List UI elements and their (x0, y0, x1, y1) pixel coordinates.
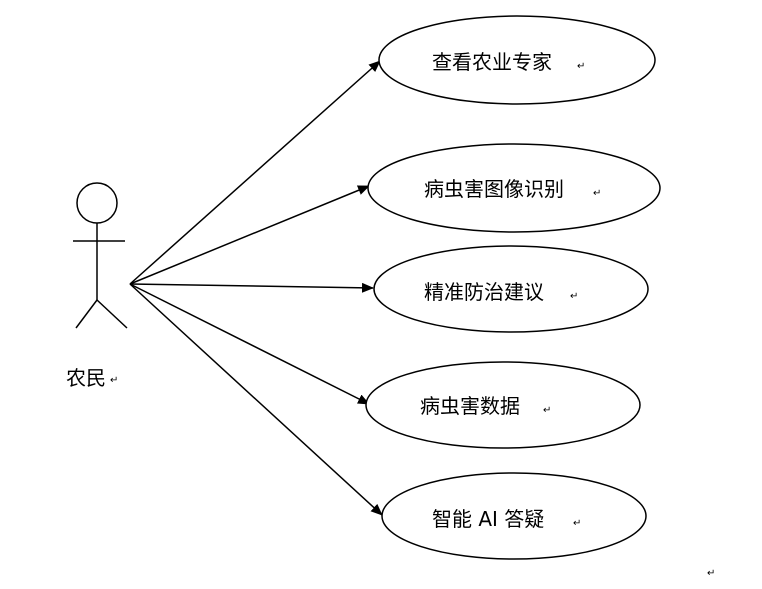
use-case-3-ellipse (373, 245, 649, 333)
use-case-2: 病虫害图像识别 ↵ (367, 143, 661, 233)
use-case-5-ellipse (381, 472, 647, 560)
association-1 (129, 60, 381, 285)
use-case-4: 病虫害数据 ↵ (365, 361, 641, 449)
actor-label-mark: ↵ (110, 375, 118, 386)
actor-label: 农民 (66, 366, 106, 390)
use-case-3: 精准防治建议 ↵ (373, 245, 649, 333)
use-case-3-mark: ↵ (570, 291, 578, 302)
association-3 (129, 282, 374, 293)
use-case-1-mark: ↵ (577, 61, 585, 72)
use-case-2-label: 病虫害图像识别 (424, 177, 564, 201)
use-case-5-label: 智能 AI 答疑 (432, 507, 544, 531)
use-case-3-label: 精准防治建议 (424, 280, 544, 304)
use-case-1-label: 查看农业专家 (432, 50, 552, 74)
associations (129, 60, 383, 516)
use-case-1-ellipse (378, 15, 656, 105)
page-end-mark: ↵ (707, 568, 715, 579)
use-case-2-ellipse (367, 143, 661, 233)
use-case-4-ellipse (365, 361, 641, 449)
use-case-5: 智能 AI 答疑 ↵ (381, 472, 647, 560)
actor-head (76, 182, 118, 224)
actor-right-leg (96, 299, 128, 329)
association-4 (129, 283, 370, 405)
use-case-4-label: 病虫害数据 (420, 394, 520, 418)
use-case-4-mark: ↵ (543, 405, 551, 416)
use-case-1: 查看农业专家 ↵ (378, 15, 656, 105)
use-case-5-mark: ↵ (573, 518, 581, 529)
actor-figure (73, 182, 128, 329)
actor-left-leg (75, 299, 98, 329)
association-2 (129, 185, 370, 285)
association-5 (129, 283, 383, 516)
use-case-2-mark: ↵ (593, 188, 601, 199)
